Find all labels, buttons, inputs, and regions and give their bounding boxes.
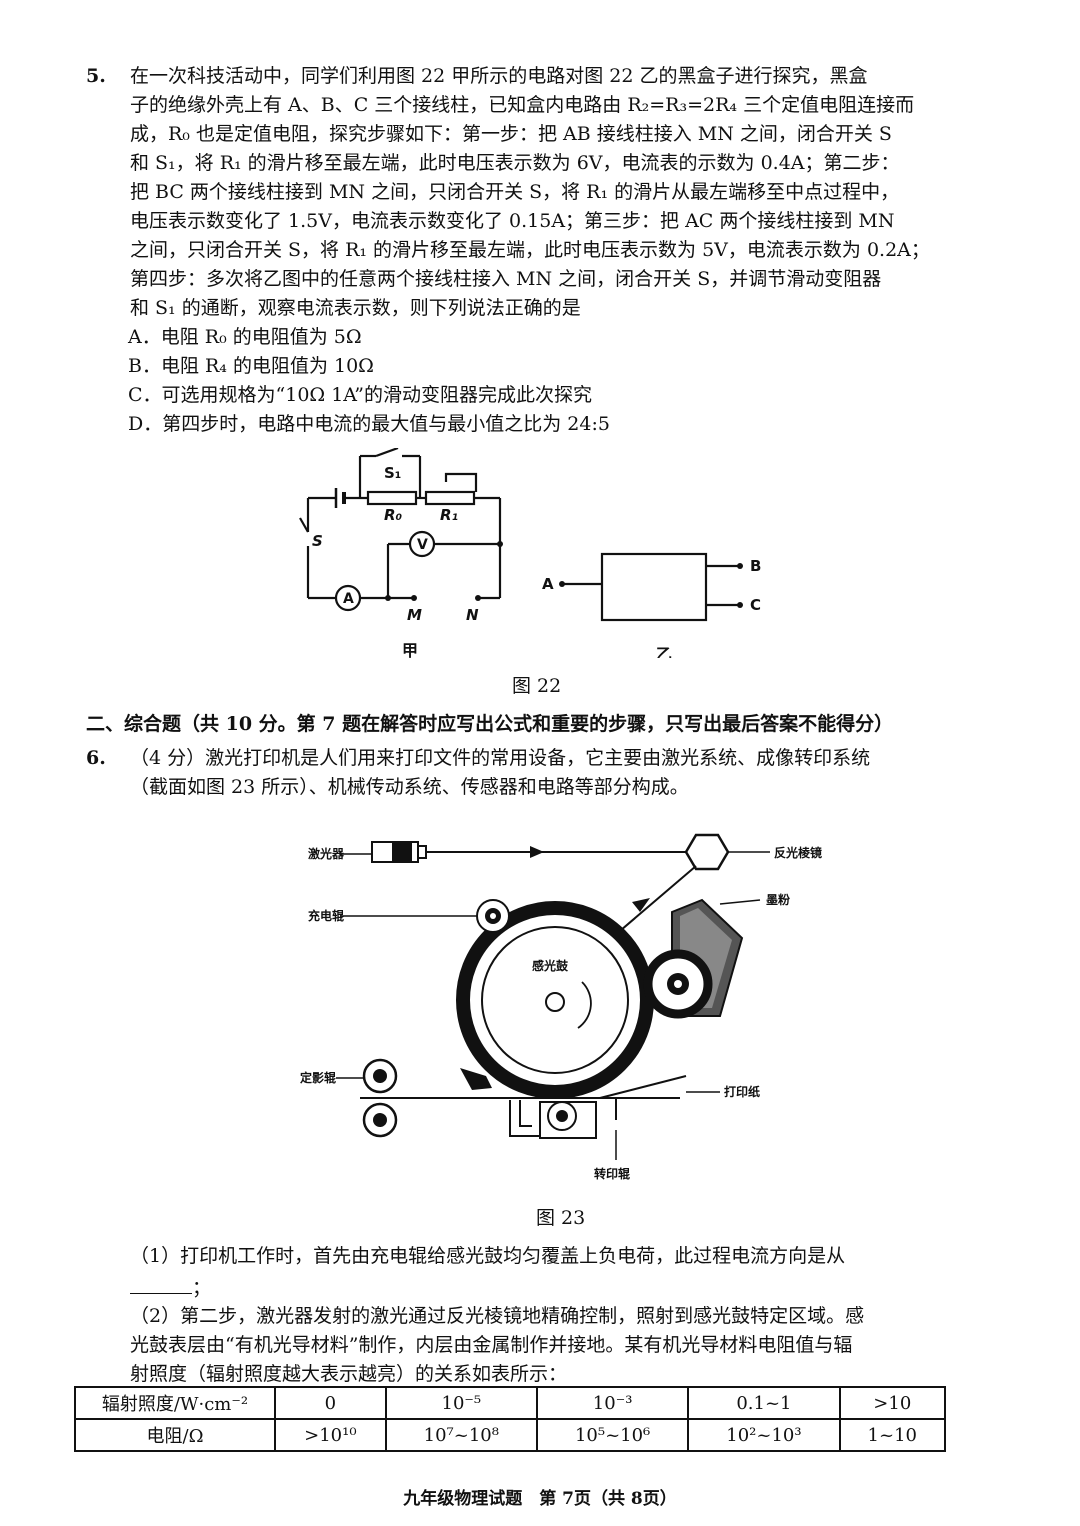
sub-question-1-tail: ； (192, 1277, 212, 1299)
r1-label: R₁ (440, 506, 458, 524)
m-label: M (407, 606, 422, 624)
black-box (600, 552, 708, 622)
irradiance-resistance-table: 辐射照度/W·cm⁻² 0 10⁻⁵ 10⁻³ 0.1~1 >10 电阻/Ω >… (74, 1386, 947, 1452)
table-cell: 0 (274, 1386, 387, 1420)
question-5-line: 把 BC 两个接线柱接到 MN 之间，只闭合开关 S，将 R₁ 的滑片从最左端移… (130, 181, 900, 203)
question-6-number: 6. (86, 747, 106, 769)
r1-rheostat (424, 490, 476, 506)
question-5-number: 5. (86, 65, 106, 87)
r0-resistor (366, 490, 418, 506)
s-label: S (312, 532, 323, 550)
table-cell: 10⁷~10⁸ (384, 1418, 538, 1452)
label-fuser: 定影辊 (300, 1070, 336, 1085)
table-cell: 辐射照度/W·cm⁻² (74, 1386, 276, 1420)
label-prism: 反光棱镜 (774, 845, 822, 860)
n-label: N (466, 606, 479, 624)
question-5-line: 成，R₀ 也是定值电阻，探究步骤如下：第一步：把 AB 接线柱接入 MN 之间，… (130, 123, 892, 145)
r0-label: R₀ (384, 506, 403, 524)
label-charge-roller: 充电辊 (308, 908, 344, 923)
answer-blank[interactable] (130, 1275, 192, 1294)
label-laser: 激光器 (308, 846, 345, 861)
question-5-line: 电压表示数变化了 1.5V，电流表示数变化了 0.15A；第三步：把 AC 两个… (130, 210, 895, 232)
label-transfer-roller: 转印辊 (594, 1166, 630, 1181)
s1-label: S₁ (384, 464, 401, 482)
question-6-line: （4 分）激光打印机是人们用来打印文件的常用设备，它主要由激光系统、成像转印系统 (130, 747, 871, 769)
question-5-line: 和 S₁，将 R₁ 的滑片移至最左端，此时电压表示数为 6V，电流表的示数为 0… (130, 152, 900, 174)
table-row: 辐射照度/W·cm⁻² 0 10⁻⁵ 10⁻³ 0.1~1 >10 (74, 1386, 947, 1420)
question-6-line: （截面如图 23 所示）、机械传动系统、传感器和电路等部分构成。 (130, 776, 689, 798)
table-cell: >10¹⁰ (274, 1418, 387, 1452)
figure-22-caption: 图 22 (512, 675, 562, 697)
table-cell: >10 (838, 1386, 947, 1420)
label-paper: 打印纸 (724, 1084, 760, 1099)
option-a: A．电阻 R₀ 的电阻值为 5Ω (128, 326, 362, 348)
table-cell: 0.1~1 (687, 1386, 841, 1420)
option-b: B．电阻 R₄ 的电阻值为 10Ω (128, 355, 374, 377)
sub-question-2-line: 射照度（辐射照度越大表示越亮）的关系如表所示： (130, 1363, 568, 1385)
page-footer: 九年级物理试题 第 7页（共 8页） (403, 1489, 677, 1509)
sub-question-1: （1）打印机工作时，首先由充电辊给感光鼓均匀覆盖上负电荷，此过程电流方向是从 (130, 1245, 846, 1267)
label-toner: 墨粉 (766, 892, 790, 907)
table-row: 电阻/Ω >10¹⁰ 10⁷~10⁸ 10⁵~10⁶ 10²~10³ 1~10 (74, 1418, 947, 1452)
sub-question-2-line: （2）第二步，激光器发射的激光通过反光棱镜地精确控制，照射到感光鼓特定区域。感 (130, 1305, 865, 1327)
table-cell: 1~10 (838, 1418, 947, 1452)
figure-22: S₁ R₀ R₁ S V A M N 甲 A B C 乙 (299, 448, 761, 658)
sub-figure-jia: 甲 (402, 641, 418, 658)
question-5-line: 在一次科技活动中，同学们利用图 22 甲所示的电路对图 22 乙的黑盒子进行探究… (130, 65, 868, 87)
table-cell: 电阻/Ω (74, 1418, 276, 1452)
question-5-line: 子的绝缘外壳上有 A、B、C 三个接线柱，已知盒内电路由 R₂=R₃=2R₄ 三… (130, 94, 915, 116)
table-cell: 10²~10³ (687, 1418, 841, 1452)
option-c: C．可选用规格为“10Ω 1A”的滑动变阻器完成此次探究 (128, 384, 592, 406)
table-cell: 10⁻³ (535, 1386, 690, 1420)
terminal-b-label: B (750, 557, 761, 575)
sub-figure-yi: 乙 (656, 645, 672, 658)
label-drum: 感光鼓 (532, 958, 569, 973)
option-d: D．第四步时，电路中电流的最大值与最小值之比为 24:5 (128, 413, 610, 435)
table-cell: 10⁵~10⁶ (535, 1418, 690, 1452)
sub-question-2-line: 光鼓表层由“有机光导材料”制作，内层由金属制作并接地。某有机光导材料电阻值与辐 (130, 1334, 853, 1356)
terminal-a-label: A (542, 575, 554, 593)
section-2-heading: 二、综合题（共 10 分。第 7 题在解答时应写出公式和重要的步骤，只写出最后答… (86, 713, 894, 735)
figure-23: 激光器 反光棱镜 充电辊 墨粉 感光鼓 定影辊 打印纸 转印辊 (300, 833, 822, 1181)
a-label: A (343, 591, 354, 607)
question-5-line: 之间，只闭合开关 S，将 R₁ 的滑片移至最左端，此时电压表示数为 5V，电流表… (130, 239, 930, 261)
question-5-line: 第四步：多次将乙图中的任意两个接线柱接入 MN 之间，闭合开关 S，并调节滑动变… (130, 268, 882, 290)
table-cell: 10⁻⁵ (384, 1386, 538, 1420)
reflective-prism (684, 833, 730, 871)
sub-question-1-blank-line: ； (130, 1274, 211, 1302)
v-label: V (417, 537, 428, 553)
question-5-line: 和 S₁ 的通断，观察电流表示数，则下列说法正确的是 (130, 297, 581, 319)
terminal-c-label: C (750, 596, 761, 614)
figure-23-caption: 图 23 (536, 1207, 586, 1229)
